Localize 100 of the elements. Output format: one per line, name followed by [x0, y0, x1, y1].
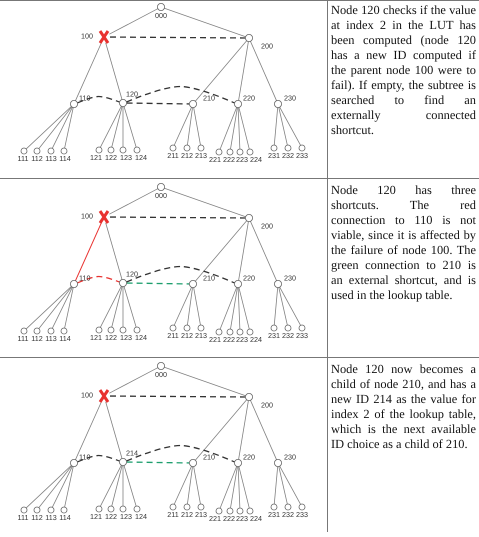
- description-text: Node 120 now becomes a child of node 210, and has a new ID 214 as the value for index 2 of the lookup table, which is the next available ID choice as a child of 210.: [331, 362, 476, 452]
- tree-edge: [105, 42, 122, 100]
- tree-node-circle: [157, 3, 165, 11]
- tree-node-circle: [274, 100, 282, 108]
- tree-edge: [124, 465, 137, 507]
- tree-edge: [75, 401, 102, 460]
- tree-node-circle: [226, 508, 234, 514]
- failed-node-cross: [98, 388, 110, 404]
- tree-node-circle: [60, 148, 68, 154]
- tree-edge: [278, 107, 288, 146]
- tree-node-circle: [198, 144, 204, 152]
- tree-edge: [100, 464, 122, 507]
- tree-edge: [174, 286, 192, 326]
- tree-edge: [187, 466, 193, 504]
- tree-edge: [274, 287, 278, 326]
- tree-node-circle: [170, 504, 176, 510]
- tree-node-circle: [20, 148, 28, 154]
- tree-edge: [278, 466, 288, 504]
- tree-edge: [194, 40, 248, 102]
- tree-node-circle: [96, 506, 102, 512]
- tree-edge: [194, 399, 248, 461]
- tree-edge: [38, 465, 72, 508]
- tree-edge: [74, 222, 102, 282]
- tree-edge: [111, 286, 122, 328]
- tree-node-circle: [198, 324, 204, 332]
- tree-node-circle: [34, 148, 40, 154]
- tree-edge: [52, 106, 73, 149]
- tree-edge: [100, 106, 122, 148]
- tree-edge: [250, 400, 277, 460]
- description-text: Node 120 has three shortcuts. The red connection to 110 is not viable, since it is affected by the failure of node 100. The green connection to 210 is an external shortcut, and is used in the lookup table.: [331, 183, 476, 303]
- shortcut-link: [110, 395, 246, 398]
- tree-node-circle: [270, 324, 278, 332]
- tree-node-circle: [236, 508, 244, 514]
- tree-edge: [238, 287, 240, 330]
- tree-edge: [38, 286, 72, 330]
- tree-node-circle: [245, 34, 253, 42]
- tree-node-circle: [184, 504, 190, 510]
- shortcut-link: [126, 461, 190, 464]
- tree-node-circle: [184, 324, 190, 332]
- tree-edge: [122, 465, 124, 506]
- tree-node-circle: [246, 148, 254, 156]
- tree-node-circle: [157, 183, 165, 191]
- tree-edge: [238, 107, 240, 150]
- tree-node-circle: [234, 459, 242, 467]
- tree-edge: [238, 466, 250, 508]
- tree-edge: [100, 286, 122, 328]
- tree-node-circle: [119, 99, 127, 107]
- tree-node-circle: [170, 324, 176, 332]
- tree-node-circle: [34, 328, 40, 334]
- tree-edge: [238, 221, 249, 281]
- tree-edge: [193, 107, 201, 146]
- tree-node-circle: [34, 506, 40, 514]
- tree-edge: [274, 107, 278, 146]
- tree-edge: [230, 287, 238, 330]
- shortcut-link: [77, 454, 120, 463]
- tree-node-circle: [270, 504, 278, 510]
- tree-node-circle: [134, 326, 140, 334]
- tree-node-circle: [284, 504, 292, 510]
- shortcut-link: [110, 216, 246, 219]
- tree-edge: [64, 107, 74, 148]
- tree-node-circle: [216, 508, 222, 514]
- shortcut-link: [126, 444, 235, 463]
- failed-node-cross: [98, 210, 110, 224]
- tree-edge: [111, 465, 122, 506]
- tree-edge: [230, 107, 238, 150]
- tree-edge: [26, 465, 72, 508]
- shortcut-link: [126, 266, 235, 284]
- tree-edge: [122, 106, 124, 148]
- tree-node-circle: [120, 146, 126, 154]
- tree-edge: [238, 107, 250, 150]
- tree-edge: [174, 466, 192, 505]
- tree-node-circle: [298, 144, 306, 152]
- tree-edge: [193, 466, 201, 504]
- tree-edge: [124, 106, 137, 148]
- tree-edge: [250, 220, 277, 282]
- tree-edge: [164, 188, 246, 218]
- tree-node-circle: [245, 214, 253, 222]
- tree-edge: [220, 106, 238, 150]
- tree-node-circle: [48, 506, 54, 514]
- tree-node-circle: [284, 144, 292, 152]
- tree-edge: [26, 286, 72, 330]
- tree-node-circle: [246, 508, 254, 514]
- tree-node-circle: [189, 280, 197, 288]
- tree-edge: [122, 286, 124, 328]
- tree-node-circle: [108, 326, 114, 334]
- tree-node-circle: [284, 324, 292, 332]
- tree-node-circle: [119, 279, 127, 287]
- tree-edge: [38, 106, 72, 150]
- tree-edge: [164, 366, 246, 396]
- tree-edge: [279, 106, 301, 146]
- tree-edge: [250, 40, 277, 102]
- tree-edge: [26, 106, 72, 150]
- tree-node-circle: [198, 504, 204, 510]
- tree-edge: [105, 401, 122, 459]
- tree-edge: [108, 8, 158, 35]
- tree-edge: [278, 287, 288, 326]
- tree-node-circle: [298, 324, 306, 332]
- tree-edge: [108, 367, 158, 394]
- tree-edge: [75, 42, 102, 102]
- tree-node-circle: [274, 280, 282, 288]
